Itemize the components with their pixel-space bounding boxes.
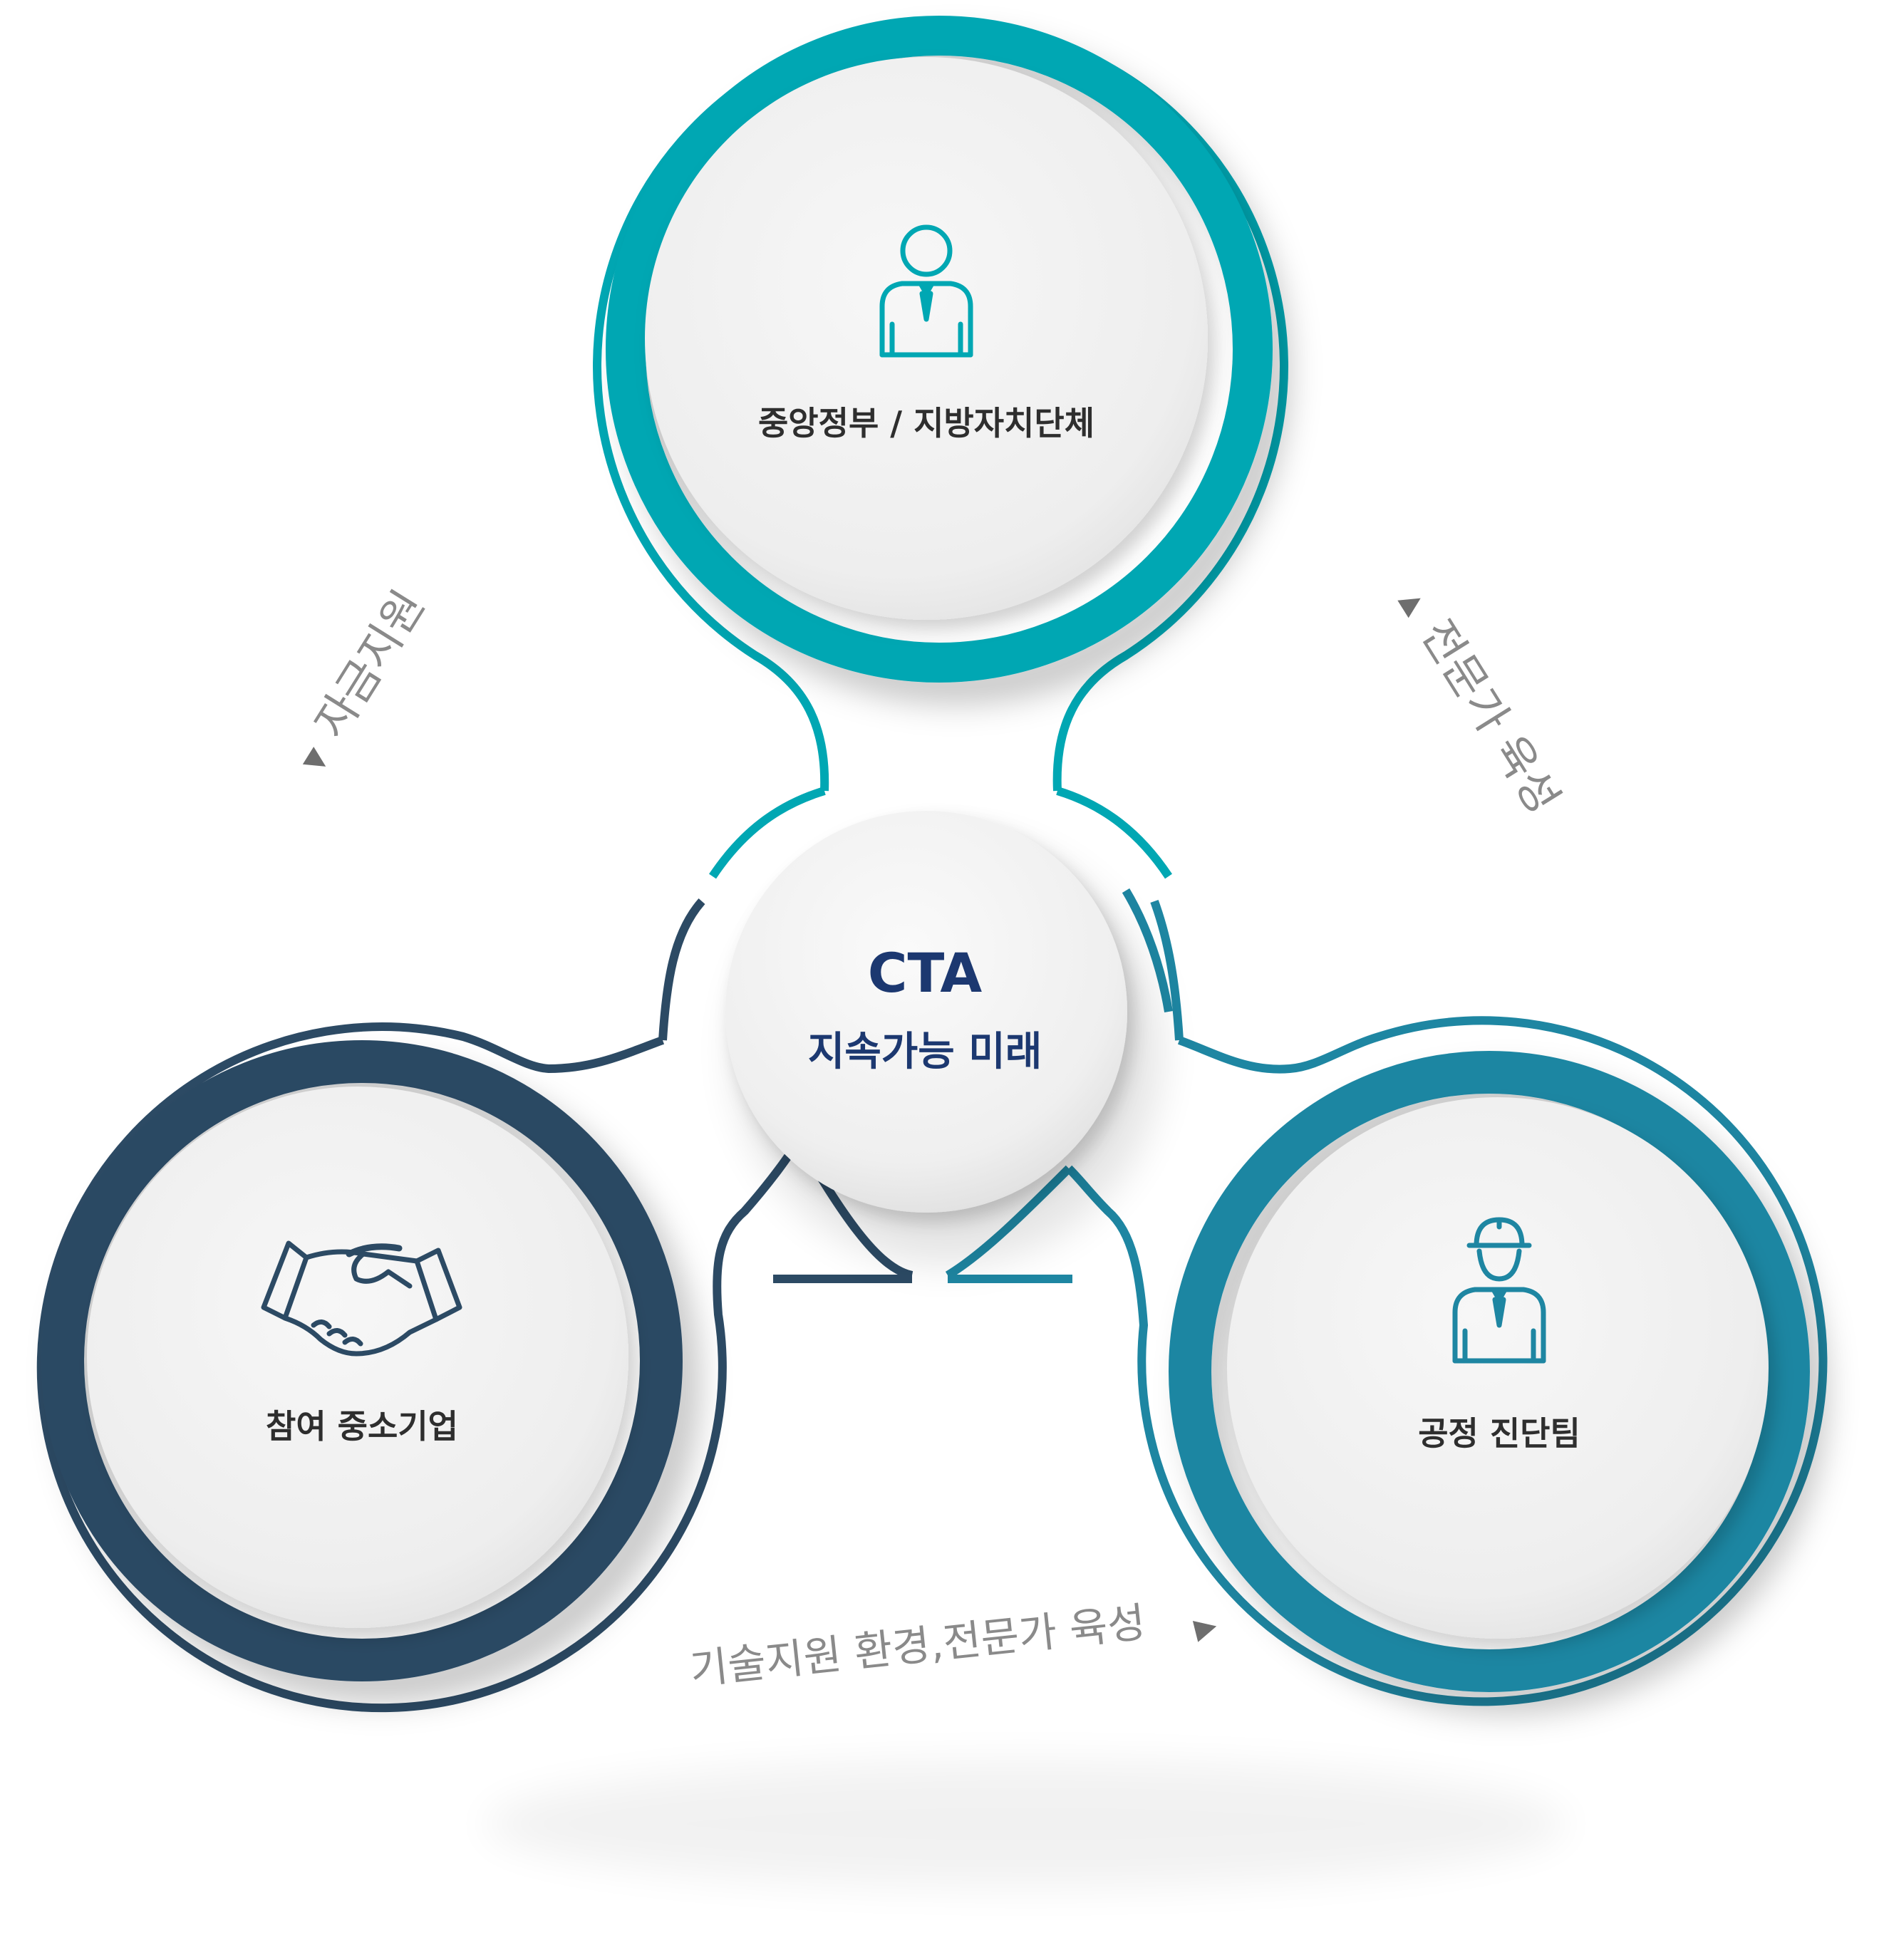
left-node-label: 참여 중소기업 bbox=[266, 1407, 458, 1446]
left-outer-ring bbox=[36, 1022, 802, 1713]
left-thick-ring bbox=[41, 1040, 683, 1681]
top-thick-ring bbox=[606, 16, 1273, 683]
right-thick-ring bbox=[1169, 1051, 1810, 1692]
flow-right-arrow: ▲ bbox=[1395, 586, 1433, 621]
right-node-label: 공정 진단팀 bbox=[1418, 1414, 1580, 1453]
node-left: 참여 중소기업 bbox=[36, 898, 913, 1713]
flow-left: ▼ 자금지원 bbox=[296, 581, 435, 777]
handshake-icon bbox=[261, 1240, 462, 1357]
flow-bottom: 기술지원 환경,전문가 육성 ▶ bbox=[688, 1598, 1221, 1694]
top-inner-segment-left bbox=[709, 787, 826, 879]
center-circle bbox=[725, 811, 1127, 1213]
right-outer-ring bbox=[1065, 1016, 1828, 1706]
top-node-label: 중앙정부 / 지방자치단체 bbox=[758, 404, 1094, 442]
flow-bottom-label: 기술지원 환경,전문가 육성 bbox=[688, 1598, 1148, 1694]
top-inner-segment-right bbox=[1056, 787, 1172, 879]
person-tie-icon bbox=[879, 224, 973, 358]
left-inner-circle bbox=[87, 1087, 628, 1628]
worker-hardhat-icon bbox=[1452, 1217, 1546, 1364]
flow-left-label: 자금지원 bbox=[304, 581, 435, 747]
flow-right: ▲ 전문가 육성 bbox=[1395, 586, 1570, 823]
node-right: 공정 진단팀 bbox=[945, 899, 1828, 1706]
right-inner-circle bbox=[1227, 1097, 1769, 1639]
left-inner-segment bbox=[658, 898, 705, 1041]
center-title: CTA bbox=[868, 941, 983, 1005]
right-inner-segment bbox=[1150, 899, 1184, 1041]
center-subtitle: 지속가능 미래 bbox=[808, 1029, 1042, 1075]
flow-left-arrow: ▼ bbox=[296, 742, 334, 777]
ground-shadow bbox=[485, 1760, 1568, 1888]
node-top: 중앙정부 / 지방자치단체 bbox=[593, 16, 1288, 879]
top-inner-circle bbox=[645, 57, 1208, 620]
flow-bottom-arrow: ▶ bbox=[1191, 1609, 1220, 1646]
right-upper-segment bbox=[1122, 888, 1173, 1012]
center-node: CTA 지속가능 미래 bbox=[725, 811, 1161, 1265]
flow-right-label: 전문가 육성 bbox=[1411, 611, 1570, 822]
